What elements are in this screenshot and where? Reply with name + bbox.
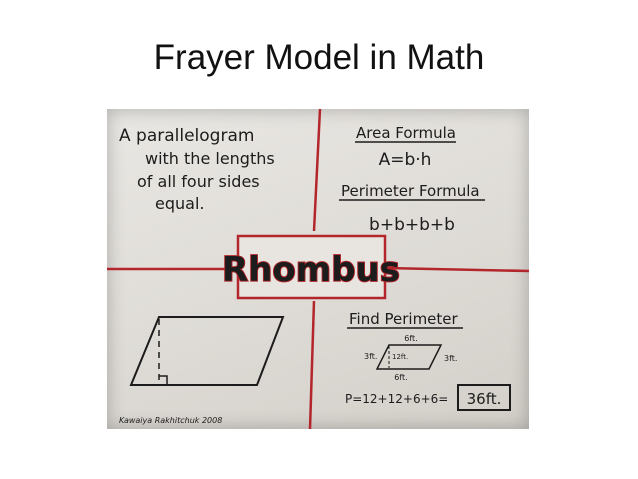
slide-title: Frayer Model in Math — [153, 38, 485, 77]
area-heading: Area Formula — [356, 124, 456, 142]
divider-right — [384, 266, 529, 273]
example-bottom-label: 6ft. — [394, 373, 407, 382]
divider-top — [312, 109, 322, 232]
poster-drawing: Rhombus A parallelogram with the lengths… — [107, 109, 529, 429]
example-heading: Find Perimeter — [349, 310, 459, 328]
area-formula: A=b·h — [379, 150, 432, 170]
definition-line-3: of all four sides — [137, 172, 260, 191]
example-answer: 36ft. — [467, 390, 502, 408]
example-right-label: 3ft. — [444, 354, 457, 363]
example-equation: P=12+12+6+6= — [345, 392, 448, 406]
signature: Kawaiya Rakhitchuk 2008 — [119, 416, 222, 425]
example-top-label: 6ft. — [404, 334, 417, 343]
perimeter-formula: b+b+b+b — [369, 215, 455, 235]
definition-line-2: with the lengths — [145, 149, 275, 168]
right-angle-mark — [159, 375, 168, 384]
perimeter-heading: Perimeter Formula — [341, 182, 480, 200]
example-height-label: 12ft. — [392, 353, 408, 361]
definition-line-1: A parallelogram — [119, 126, 254, 146]
divider-bottom — [308, 300, 316, 429]
example-left-label: 3ft. — [364, 352, 377, 361]
rhombus-sketch — [129, 316, 285, 386]
center-word: Rhombus — [222, 250, 400, 290]
frayer-poster: Rhombus A parallelogram with the lengths… — [107, 109, 529, 429]
definition-line-4: equal. — [155, 194, 204, 213]
answer-box — [457, 384, 511, 411]
center-box — [236, 234, 387, 300]
example-parallelogram — [375, 344, 443, 370]
